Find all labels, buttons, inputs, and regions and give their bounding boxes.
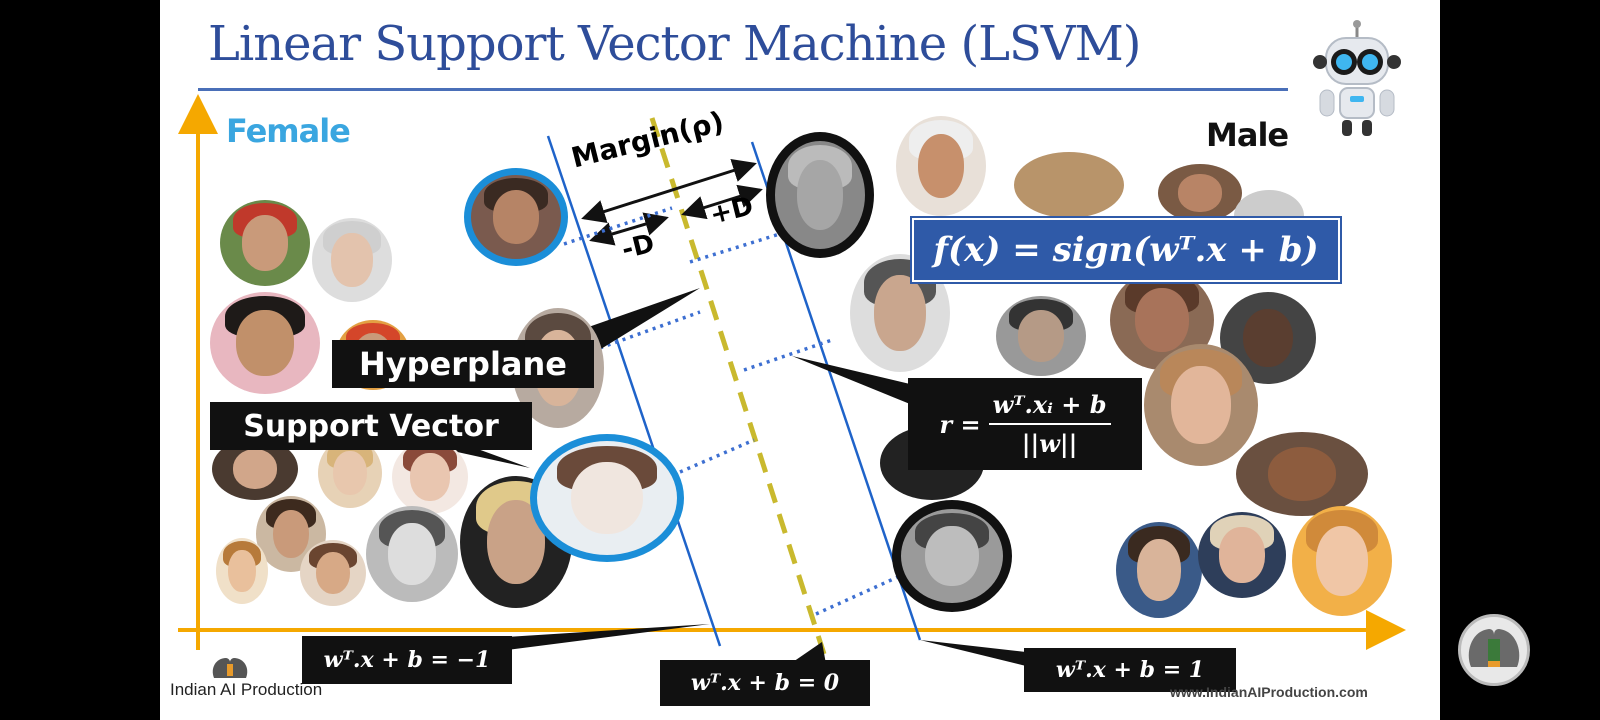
female-face-photo xyxy=(366,506,458,602)
female-face-photo xyxy=(392,440,468,514)
eq-neg-callout-pointer xyxy=(460,624,710,656)
support-vector-male-top xyxy=(766,132,874,258)
male-face-photo xyxy=(1198,512,1286,598)
channel-logo[interactable] xyxy=(1458,614,1530,686)
male-face-photo xyxy=(1116,522,1202,618)
female-face-photo xyxy=(300,540,366,606)
brain-heads-icon xyxy=(1468,629,1520,667)
website-url: www.IndianAIProduction.com xyxy=(1170,684,1368,700)
male-face-photo xyxy=(1158,164,1242,222)
male-face-photo xyxy=(996,296,1086,376)
female-face-photo xyxy=(256,496,326,572)
slide-title: Linear Support Vector Machine (LSVM) xyxy=(208,16,1141,72)
minus-d-arrow xyxy=(589,212,669,246)
male-face-photo xyxy=(1292,506,1392,616)
female-face-photo xyxy=(312,218,392,302)
support-vector-female-bottom xyxy=(530,434,684,562)
indian-ai-logo-icon xyxy=(212,658,248,678)
distance-dotted-line xyxy=(599,310,701,350)
male-face-photo xyxy=(896,116,986,216)
distance-formula: r = wᵀ.xᵢ + b ||w|| xyxy=(908,378,1142,470)
hyperplane-label: Hyperplane xyxy=(332,340,594,388)
svm-diagram xyxy=(178,94,1406,666)
distance-formula-fraction: wᵀ.xᵢ + b ||w|| xyxy=(988,390,1111,458)
margin-arrow xyxy=(581,158,757,224)
support-vector-label: Support Vector xyxy=(210,402,532,450)
robot-icon xyxy=(1313,20,1401,136)
negative-boundary-equation: wᵀ.x + b = −1 xyxy=(302,636,512,684)
distance-dotted-line xyxy=(563,206,673,246)
male-face-photo xyxy=(1014,152,1124,218)
positive-boundary-equation: wᵀ.x + b = 1 xyxy=(1024,648,1236,692)
logo-text: Indian AI Production xyxy=(170,680,323,699)
distance-dotted-line xyxy=(689,230,787,264)
male-face-photo xyxy=(1236,432,1368,516)
decision-function-formula: f(x) = sign(wᵀ.x + b) xyxy=(912,218,1340,282)
female-face-photo xyxy=(220,200,310,286)
female-face-photo xyxy=(216,538,268,604)
negative-boundary-line xyxy=(546,135,722,647)
male-class-label: Male xyxy=(1206,116,1289,154)
female-face-photo xyxy=(210,292,320,394)
male-face-photo xyxy=(1144,344,1258,466)
eq-pos-callout-pointer xyxy=(920,640,1026,666)
title-underline xyxy=(198,88,1288,91)
distance-dotted-line xyxy=(815,574,901,616)
eq-zero-callout-pointer xyxy=(790,642,826,664)
distance-dotted-line xyxy=(679,438,755,474)
male-face-photo xyxy=(850,254,950,372)
distance-formula-denominator: ||w|| xyxy=(1021,429,1078,458)
distance-callout-pointer xyxy=(792,356,910,404)
slide: Linear Support Vector Machine (LSVM) xyxy=(160,0,1440,720)
hyperplane-equation: wᵀ.x + b = 0 xyxy=(660,660,870,706)
plus-d-arrow xyxy=(681,184,763,220)
support-vector-female-top xyxy=(464,168,568,266)
distance-formula-lhs: r = xyxy=(939,409,981,439)
female-class-label: Female xyxy=(226,112,351,150)
distance-formula-numerator: wᵀ.xᵢ + b xyxy=(988,390,1111,425)
support-vector-male-bottom xyxy=(892,500,1012,612)
